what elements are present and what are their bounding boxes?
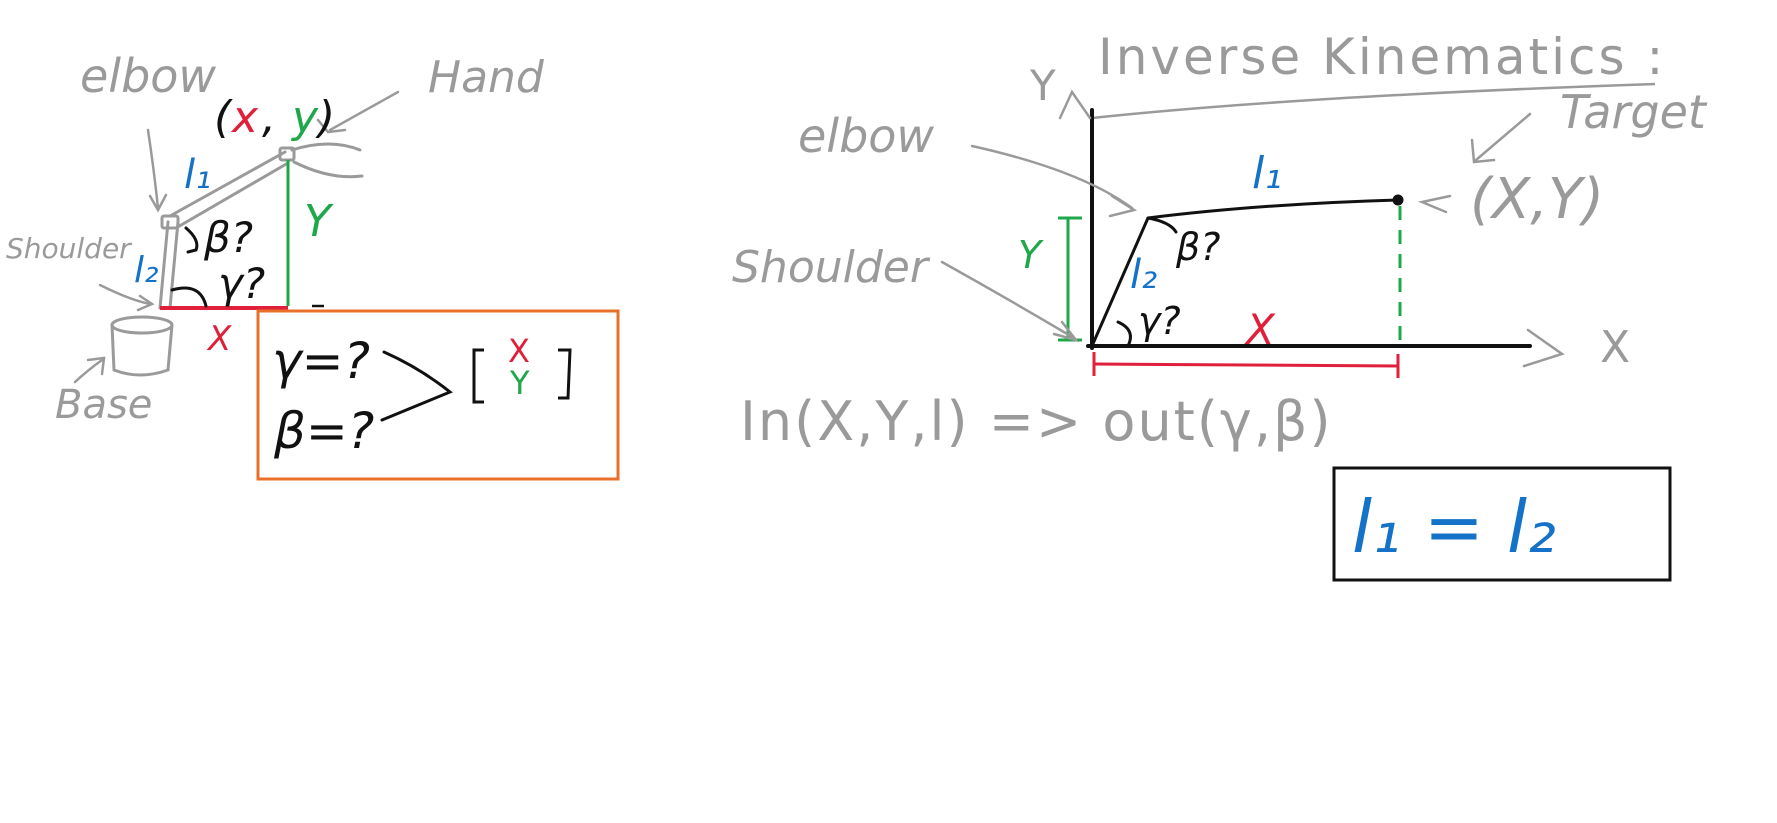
y-dim-label-right: Y bbox=[1018, 233, 1044, 277]
vector-y: Y bbox=[509, 364, 530, 402]
paren-open: ( bbox=[214, 92, 233, 143]
y-dimension-right bbox=[1058, 216, 1082, 342]
beta-label-left: β? bbox=[203, 213, 253, 262]
l2-label-left: l₂ bbox=[134, 250, 158, 291]
y-dim-label-left: Y bbox=[304, 196, 334, 247]
beta-label-right: β? bbox=[1175, 225, 1220, 269]
comma: , bbox=[262, 92, 276, 143]
annotation-arrows-right bbox=[940, 112, 1532, 343]
shoulder-label-right: Shoulder bbox=[732, 242, 931, 293]
target-y-left: y bbox=[290, 92, 319, 143]
l1-label-left: l₁ bbox=[184, 152, 211, 198]
gamma-label-right: γ? bbox=[1138, 299, 1181, 343]
gamma-equation: γ=? bbox=[272, 332, 370, 390]
target-x-left: x bbox=[230, 92, 259, 143]
beta-equation: β=? bbox=[273, 402, 374, 460]
coordinate-axes bbox=[1086, 108, 1532, 350]
angle-arcs-left bbox=[170, 226, 208, 308]
shoulder-label-left: Shoulder bbox=[6, 232, 132, 265]
io-text: In(X,Y,l) => out(γ,β) bbox=[740, 390, 1333, 453]
paren-close: ) bbox=[315, 92, 335, 143]
robot-arm-right bbox=[1090, 194, 1404, 348]
x-dim-label-right: X bbox=[1244, 305, 1276, 354]
gamma-label-left: γ? bbox=[218, 259, 265, 308]
left-arm-sketch bbox=[73, 90, 400, 384]
diagram-title: Inverse Kinematics : bbox=[1098, 28, 1666, 86]
lower-link-l2 bbox=[158, 214, 180, 310]
vector-x: X bbox=[508, 332, 530, 370]
elbow-label-left: elbow bbox=[80, 49, 216, 103]
hand-gripper bbox=[290, 142, 364, 179]
base-shape bbox=[110, 315, 174, 377]
target-label: Target bbox=[1560, 85, 1708, 139]
y-axis-label: Y bbox=[1029, 61, 1056, 110]
x-dim-label-left: X bbox=[206, 319, 232, 359]
target-coords-left: ( x , y ) bbox=[214, 92, 335, 143]
equality-box bbox=[1332, 466, 1672, 582]
unknowns-box bbox=[256, 309, 620, 481]
hand-label: Hand bbox=[428, 52, 545, 103]
l2-label-right: l₂ bbox=[1130, 252, 1157, 298]
axis-arrowheads bbox=[1058, 89, 1565, 368]
annotation-arrows-left bbox=[73, 90, 400, 384]
target-coords-right: (X,Y) bbox=[1470, 167, 1604, 232]
x-axis-label: X bbox=[1600, 322, 1630, 373]
title-underline bbox=[1091, 82, 1656, 120]
base-label: Base bbox=[55, 382, 152, 428]
equality-text: l₁ = l₂ bbox=[1352, 485, 1556, 569]
l1-label-right: l₁ bbox=[1252, 148, 1282, 199]
elbow-label-right: elbow bbox=[798, 109, 934, 163]
x-dimension-right bbox=[1092, 352, 1400, 378]
